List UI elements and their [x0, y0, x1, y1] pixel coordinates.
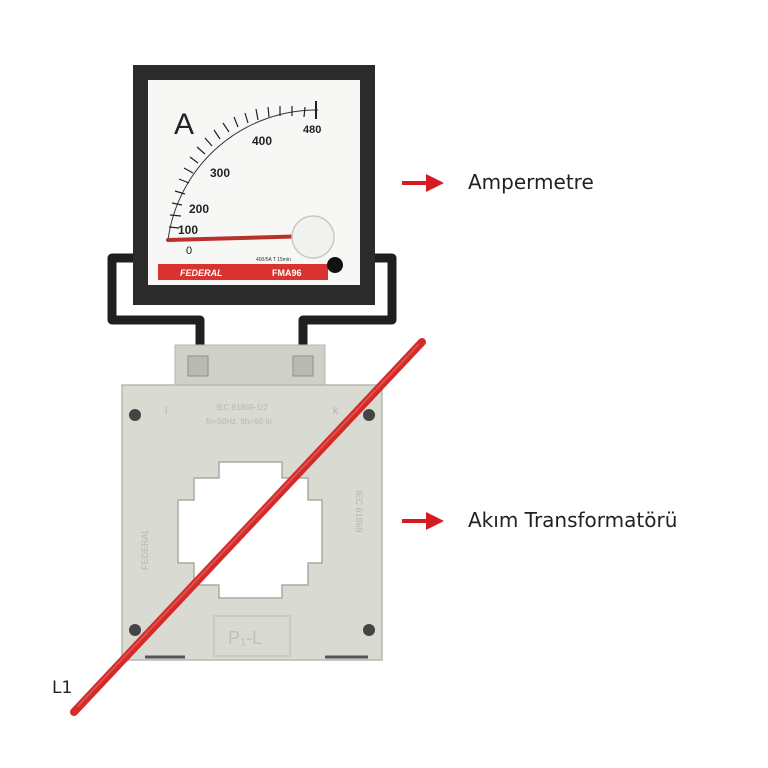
rating-text: 400/5A T 15min [256, 257, 291, 263]
scale-label-100: 100 [178, 223, 198, 237]
brand-strip [158, 264, 328, 280]
secondary-wire [107, 253, 205, 362]
ct-rating-text: fn=50Hz, Ith=60 In [206, 417, 272, 426]
model-name: FMA96 [272, 268, 302, 278]
arrow-right-icon [402, 174, 444, 192]
scale-ticks [168, 101, 317, 241]
scale-label-480: 480 [303, 124, 321, 136]
scale-label-200: 200 [189, 202, 209, 216]
secondary-wire [298, 253, 397, 362]
mounting-hole [363, 624, 375, 636]
current-transformer: l k IEC 61869-1/2 fn=50Hz, Ith=60 In FED… [121, 344, 383, 661]
ammeter: A 0 100 200 300 400 480 400/5A T 15min F… [133, 65, 375, 305]
terminal-screw-right [292, 355, 314, 377]
bezel-screw [327, 257, 343, 273]
mounting-hole [363, 409, 375, 421]
arrow-right-icon [402, 512, 444, 530]
ct-side-label-right: IEC 61869 [354, 490, 364, 533]
ammeter-needle [166, 234, 314, 242]
zero-adjust-knob [291, 215, 335, 259]
scale-label-0: 0 [186, 245, 192, 257]
ammeter-label: Ampermetre [468, 170, 594, 194]
brand-name: FEDERAL [180, 268, 223, 278]
unit-symbol: A [174, 108, 194, 141]
ct-standard-text: IEC 61869-1/2 [216, 403, 268, 412]
mounting-hole [129, 409, 141, 421]
mounting-hole [129, 624, 141, 636]
line-label: L1 [52, 678, 73, 698]
ct-marking-box [213, 615, 291, 657]
terminal-screw-left [187, 355, 209, 377]
primary-conductor-highlight [77, 344, 419, 707]
ct-side-label-left: FEDERAL [140, 528, 150, 570]
ct-terminal-k: k [333, 406, 339, 417]
current-transformer-label: Akım Transformatörü [468, 508, 678, 532]
scale-label-400: 400 [252, 134, 272, 148]
scale-label-300: 300 [210, 166, 230, 180]
scale-arc [167, 109, 319, 241]
ct-terminal-l: l [165, 406, 167, 417]
ct-primary-marking: P₁-L [228, 628, 262, 648]
